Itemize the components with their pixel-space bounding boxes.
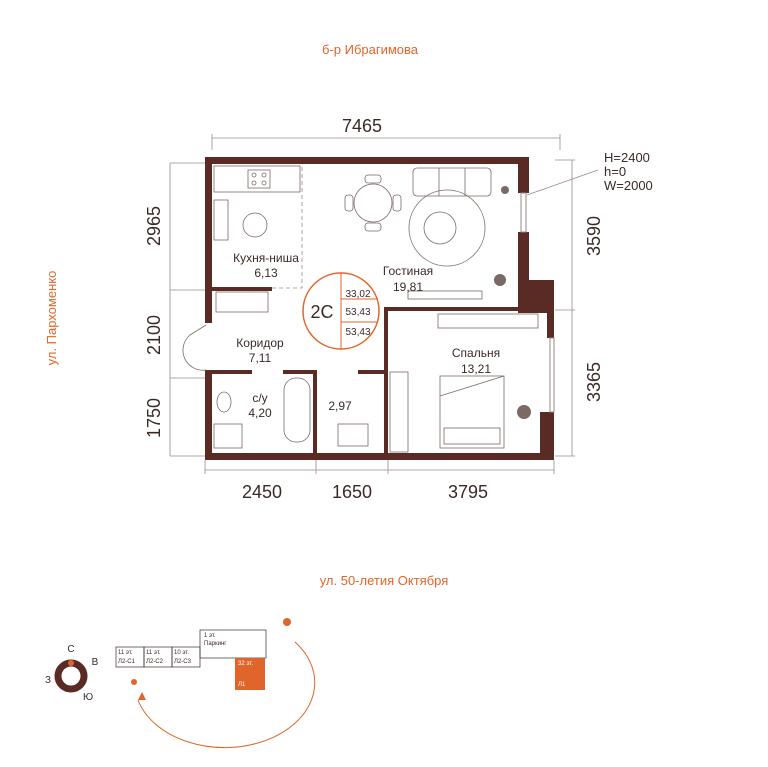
section-2-name: Л2-С2	[146, 659, 164, 665]
room-corridor-name: Коридор	[236, 336, 284, 350]
kitchen-niche-boundary	[272, 167, 303, 289]
dim-left-mid: 2100	[144, 315, 164, 355]
site-plan: 11 эт. Л2-С1 11 эт. Л2-С2 10 эт. Л2-С3 1…	[115, 618, 316, 749]
plants	[494, 186, 531, 419]
room-corridor-area: 7,11	[249, 351, 272, 365]
apartment-area-living: 33,02	[345, 289, 370, 300]
walls	[205, 157, 554, 460]
furniture	[182, 165, 539, 453]
room-storage-area: 2,97	[328, 399, 352, 413]
sun-icon-west	[131, 679, 137, 685]
window-spec-width: W=2000	[604, 178, 653, 193]
room-bathroom-name: с/у	[252, 391, 267, 405]
room-bedroom-name: Спальня	[452, 346, 500, 360]
section-1-floors: 11 эт.	[118, 650, 133, 656]
compass-west: З	[45, 675, 51, 686]
room-bedroom-area: 13,21	[461, 362, 491, 376]
street-left: ул. Пархоменко	[44, 271, 59, 366]
dim-left-bottom: 1750	[144, 398, 164, 438]
room-living-area: 19,81	[393, 280, 423, 294]
compass-east: В	[92, 657, 99, 668]
apartment-badge: 2С 33,02 53,43 53,43	[302, 272, 380, 350]
dimension-lines	[169, 134, 599, 474]
dim-right-bottom: 3365	[584, 362, 604, 402]
compass-south: Ю	[83, 692, 93, 703]
tower-floors: 32 эт.	[238, 661, 253, 667]
street-bottom: ул. 50-летия Октября	[320, 573, 449, 588]
dim-top: 7465	[342, 116, 382, 136]
section-1-name: Л2-С1	[118, 659, 136, 665]
apartment-area-total-2: 53,43	[345, 327, 370, 338]
section-3-floors: 10 эт.	[174, 650, 189, 656]
dim-bottom-left: 2450	[242, 482, 282, 502]
section-2-floors: 11 эт.	[146, 650, 161, 656]
dim-bottom-right: 3795	[448, 482, 488, 502]
room-bathroom-area: 4,20	[248, 406, 272, 420]
window-spec-height: H=2400	[604, 150, 650, 165]
street-top: б-р Ибрагимова	[322, 42, 419, 57]
parking-name: Паркинг	[204, 641, 227, 647]
sun-icon-east	[283, 618, 291, 626]
room-kitchen-area: 6,13	[254, 266, 278, 280]
apartment-type: 2С	[310, 302, 333, 322]
dim-bottom-mid: 1650	[332, 482, 372, 502]
dim-right-top: 3590	[584, 216, 604, 256]
apartment-area-total: 53,43	[345, 307, 370, 318]
dim-left-top: 2965	[144, 206, 164, 246]
window-spec-sill: h=0	[604, 164, 626, 179]
parking-floors: 1 эт.	[204, 633, 216, 639]
windows	[520, 192, 555, 413]
room-living-name: Гостиная	[383, 264, 433, 278]
room-kitchen-name: Кухня-ниша	[233, 251, 299, 265]
section-3-name: Л2-С3	[174, 659, 192, 665]
compass-north: С	[67, 644, 74, 655]
tower-name: Л1	[238, 682, 246, 688]
compass: С В Ю З	[45, 644, 99, 703]
